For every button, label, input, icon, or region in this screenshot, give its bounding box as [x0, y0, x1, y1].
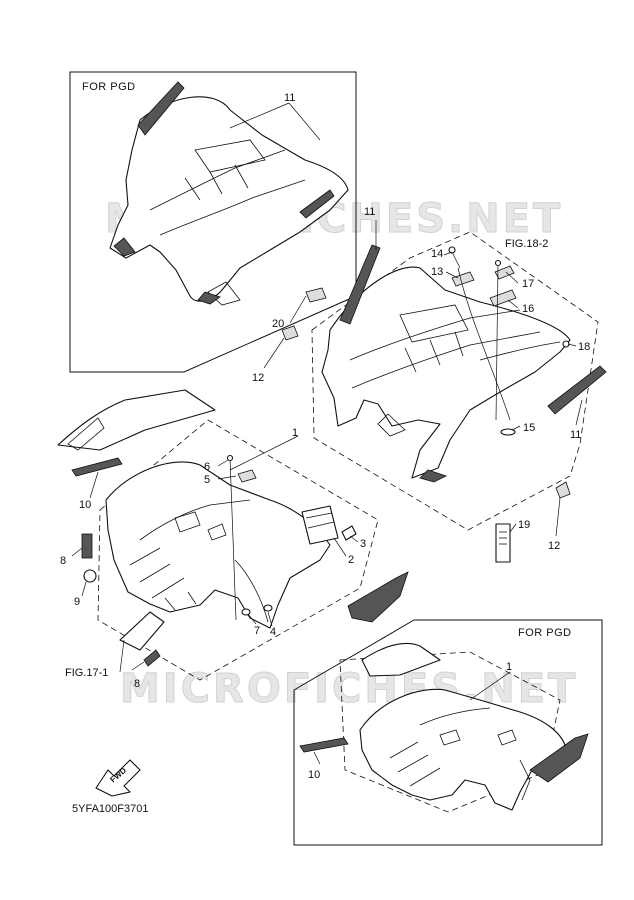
cable-14 [457, 267, 511, 421]
callout-8-lower: 8 [134, 678, 140, 690]
rear-assembly-outline [311, 231, 599, 531]
ref-fig-17-1: FIG.17-1 [65, 667, 108, 679]
callout-11-top: 11 [284, 92, 295, 104]
part-8-reflector-upper [81, 533, 93, 559]
callout-8-upper: 8 [60, 555, 66, 567]
decal-11-mid [339, 244, 381, 325]
callout-1-pgd: 1 [506, 661, 512, 673]
part-10-decal-pgd [299, 737, 349, 753]
callout-14: 14 [431, 248, 443, 260]
part-19-label [495, 523, 511, 563]
callout-7: 7 [254, 625, 260, 637]
diagram-code: 5YFA100F3701 [72, 803, 148, 815]
front-fender-main [105, 461, 331, 629]
callout-18: 18 [578, 341, 590, 353]
pgd-box-bottom-label: FOR PGD [518, 627, 572, 639]
callout-9: 9 [74, 596, 80, 608]
decal-pgd-front-side [529, 733, 589, 783]
pgd-box-bottom [293, 619, 603, 846]
ref-fig-18-2: FIG.18-2 [505, 238, 548, 250]
callout-20: 20 [272, 318, 284, 330]
part-12-decal-right [555, 481, 571, 499]
part-9-emblem [83, 569, 97, 583]
callout-11-mid: 11 [364, 206, 375, 218]
callout-2: 2 [348, 554, 354, 566]
front-assembly-outline [97, 419, 379, 681]
part-8-reflector-lower [143, 649, 161, 667]
callout-11-right: 11 [570, 429, 581, 441]
decal-11-right [547, 365, 607, 415]
callout-1-main: 1 [292, 427, 298, 439]
pgd-front-upper-panel [361, 643, 441, 677]
callout-17: 17 [522, 278, 534, 290]
part-13-decal [451, 271, 475, 287]
watermark-bottom: MICROFICHES.NET [120, 666, 578, 712]
part-15-grommet [500, 428, 516, 436]
callout-10-pgd: 10 [308, 769, 320, 781]
rear-fender-main [321, 266, 571, 483]
part-10-decal-main [71, 457, 123, 477]
callout-16: 16 [522, 303, 534, 315]
leader-11-top [229, 102, 290, 129]
callout-12-left: 12 [252, 372, 264, 384]
callout-10-main: 10 [79, 499, 91, 511]
cable-17 [495, 264, 499, 421]
pgd-box-top-label: FOR PGD [82, 81, 136, 93]
front-fender-side-skirt [119, 611, 165, 651]
part-14-cable-end [448, 246, 456, 254]
callout-15: 15 [523, 422, 535, 434]
callout-4: 4 [270, 626, 276, 638]
decal-11-top [137, 81, 185, 136]
callout-12-right: 12 [548, 540, 560, 552]
rear-fender-pgd-top [109, 96, 349, 306]
fwd-arrow-icon: FWD [95, 759, 141, 797]
pgd-box-top [69, 71, 357, 373]
cable-6 [229, 457, 237, 621]
part-12-decal-left [281, 325, 299, 341]
front-fender-upper-panel [57, 389, 216, 451]
front-fender-pgd [359, 688, 566, 811]
callout-19: 19 [518, 519, 530, 531]
part-6-fastener [226, 454, 234, 462]
callout-3: 3 [360, 538, 366, 550]
part-20-decal [305, 287, 327, 303]
callout-6: 6 [204, 461, 210, 473]
callout-5: 5 [204, 474, 210, 486]
callout-13: 13 [431, 266, 443, 278]
part-3-clip [341, 525, 357, 541]
front-fender-side-decal [347, 571, 409, 623]
part-4-screw [263, 604, 273, 612]
part-5-pad [237, 469, 257, 483]
part-16-decal [489, 289, 517, 307]
part-7-grommet [241, 608, 251, 616]
